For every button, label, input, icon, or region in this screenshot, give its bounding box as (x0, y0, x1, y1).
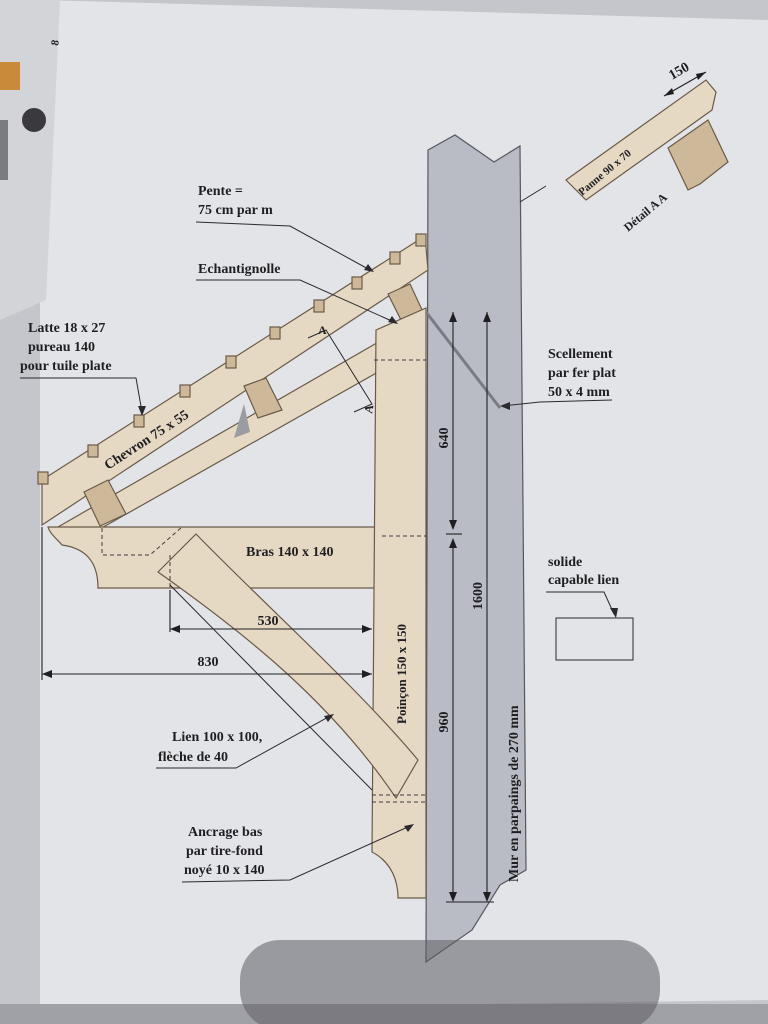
brace (157, 533, 419, 800)
section-mark-a-bottom: A (361, 403, 376, 414)
ancrage-line-1: Ancrage bas (188, 825, 263, 840)
ancrage-line-3: noyé 10 x 140 (184, 863, 265, 878)
bras-label: Bras 140 x 140 (246, 545, 334, 560)
page-edge-tab (0, 62, 20, 90)
batten (351, 276, 363, 290)
callout-scellement: Scellement par fer plat 50 x 4 mm (500, 347, 616, 410)
echantignolle-text: Echantignolle (198, 262, 280, 277)
pente-line-1: Pente = (198, 184, 243, 199)
batten (225, 355, 237, 369)
king-post (371, 307, 427, 899)
dimension-1600: 1600 (471, 582, 486, 610)
battens (37, 233, 427, 485)
solide-capable-box (555, 617, 634, 661)
purlin-block (83, 479, 127, 527)
hidden-lines (101, 359, 426, 803)
dimension-830: 830 (198, 655, 219, 670)
scellement-line-2: par fer plat (548, 366, 616, 381)
binder-hole (22, 108, 46, 132)
batten (415, 233, 427, 247)
page-number: 8 (49, 39, 62, 47)
section-mark-a-top: A (318, 323, 327, 337)
ancrage-line-2: par tire-fond (186, 844, 263, 859)
latte-line-3: pour tuile plate (20, 359, 112, 374)
detail-a-a (519, 71, 729, 203)
purlin-shadow (234, 404, 250, 438)
solide-line-1: solide (548, 555, 582, 570)
construction-line (169, 584, 373, 791)
batten (87, 444, 99, 458)
detail-purlin (667, 119, 729, 191)
solide-line-2: capable lien (548, 573, 619, 588)
lien-line-1: Lien 100 x 100, (172, 730, 262, 745)
latte-line-1: Latte 18 x 27 (28, 321, 105, 336)
batten (179, 384, 191, 398)
photo-shadow (240, 940, 660, 1024)
callout-ancrage: Ancrage bas par tire-fond noyé 10 x 140 (181, 824, 414, 883)
scellement-line-1: Scellement (548, 347, 613, 362)
arm-beam (47, 526, 427, 589)
scellement-line-3: 50 x 4 mm (548, 385, 610, 400)
dimension-640: 640 (437, 428, 452, 449)
batten (313, 299, 325, 313)
dimension-960: 960 (437, 712, 452, 733)
callout-solide: solide capable lien (546, 555, 634, 661)
callout-lien: Lien 100 x 100, flèche de 40 (156, 714, 334, 769)
detail-rafter (565, 79, 717, 201)
lien-line-2: flèche de 40 (158, 750, 228, 765)
pente-line-2: 75 cm par m (198, 203, 273, 218)
section-line-a-a (307, 329, 373, 413)
dimension-530: 530 (258, 614, 279, 629)
batten (389, 251, 401, 265)
page-edge-tab (0, 120, 8, 180)
purlin-block (243, 377, 283, 419)
rafter (41, 234, 429, 527)
batten (37, 471, 49, 485)
batten (133, 414, 145, 428)
poincon-label: Poinçon 150 x 150 (394, 624, 409, 724)
batten (269, 326, 281, 340)
wall-anchor-bar (424, 311, 502, 409)
wall-label: Mur en parpaings de 270 mm (507, 705, 522, 882)
callout-echantignolle: Echantignolle (196, 262, 398, 324)
vertical-dimension-lines (446, 312, 494, 903)
latte-line-2: pureau 140 (28, 340, 95, 355)
callout-latte: Latte 18 x 27 pureau 140 pour tuile plat… (20, 321, 146, 416)
callout-pente: Pente = 75 cm par m (195, 184, 374, 272)
horizontal-dimension-lines (41, 527, 372, 680)
